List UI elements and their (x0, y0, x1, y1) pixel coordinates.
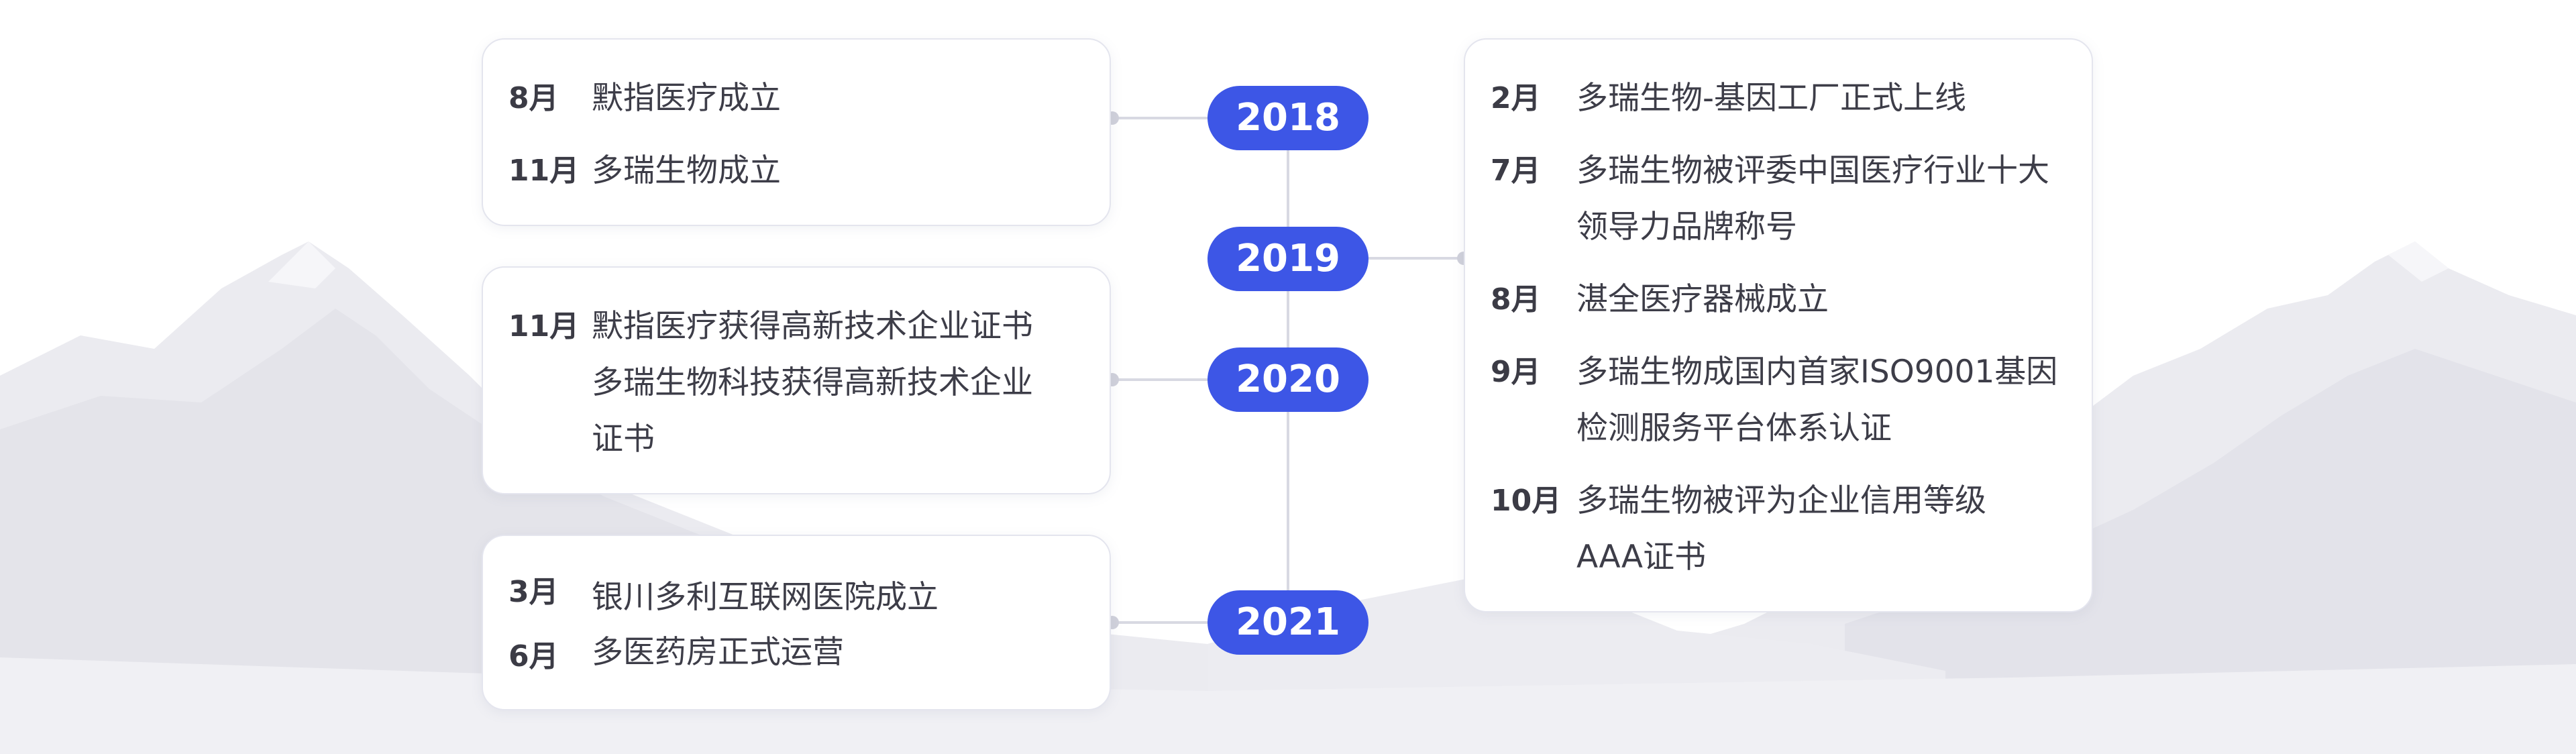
year-badge-2018: 2018 (1208, 86, 1368, 150)
milestone-card-2020: 11月 默指医疗获得高新技术企业证书 多瑞生物科技获得高新技术企业 证书 (482, 266, 1111, 494)
connector-2018 (1111, 117, 1209, 119)
milestone-text: 检测服务平台体系认证 (1576, 410, 1892, 447)
milestone-month: 8月 (1491, 282, 1541, 317)
connector-2019 (1368, 257, 1462, 260)
milestone-month: 10月 (1491, 484, 1562, 518)
milestone-month: 11月 (508, 154, 580, 188)
milestone-text: AAA证书 (1576, 539, 1707, 576)
connector-2020 (1111, 378, 1209, 381)
milestone-text: 默指医疗获得高新技术企业证书 (592, 308, 1033, 345)
year-badge-2021: 2021 (1208, 590, 1368, 655)
milestone-text: 多瑞生物成国内首家ISO9001基因 (1576, 354, 2058, 390)
year-badge-2020: 2020 (1208, 347, 1368, 412)
milestone-month: 6月 (508, 639, 559, 674)
milestone-month: 8月 (508, 81, 559, 115)
milestone-text: 领导力品牌称号 (1576, 209, 1797, 246)
milestone-text: 湛全医疗器械成立 (1576, 281, 1829, 318)
milestone-text: 多瑞生物科技获得高新技术企业 (592, 364, 1033, 401)
milestone-month: 7月 (1491, 154, 1541, 188)
milestone-card-2018: 8月 默指医疗成立 11月 多瑞生物成立 (482, 38, 1111, 226)
milestone-text: 多瑞生物成立 (592, 152, 781, 189)
milestone-month: 11月 (508, 309, 580, 343)
milestone-month: 2月 (1491, 81, 1541, 115)
milestone-card-2019: 2月 多瑞生物-基因工厂正式上线 7月 多瑞生物被评委中国医疗行业十大 领导力品… (1464, 38, 2093, 612)
year-badge-2019: 2019 (1208, 227, 1368, 291)
milestone-text: 多瑞生物被评为企业信用等级 (1576, 482, 1986, 519)
milestone-text: 银川多利互联网医院成立 (592, 579, 938, 616)
milestone-text: 默指医疗成立 (592, 80, 781, 117)
milestone-card-2021: 3月 银川多利互联网医院成立 6月 多医药房正式运营 (482, 535, 1111, 710)
milestone-text: 证书 (592, 421, 655, 457)
connector-2021 (1111, 621, 1209, 624)
milestone-text: 多瑞生物-基因工厂正式上线 (1576, 80, 1966, 117)
milestone-month: 3月 (508, 575, 559, 609)
milestone-text: 多瑞生物被评委中国医疗行业十大 (1576, 152, 2049, 189)
milestone-text: 多医药房正式运营 (592, 634, 844, 671)
milestone-month: 9月 (1491, 355, 1541, 389)
